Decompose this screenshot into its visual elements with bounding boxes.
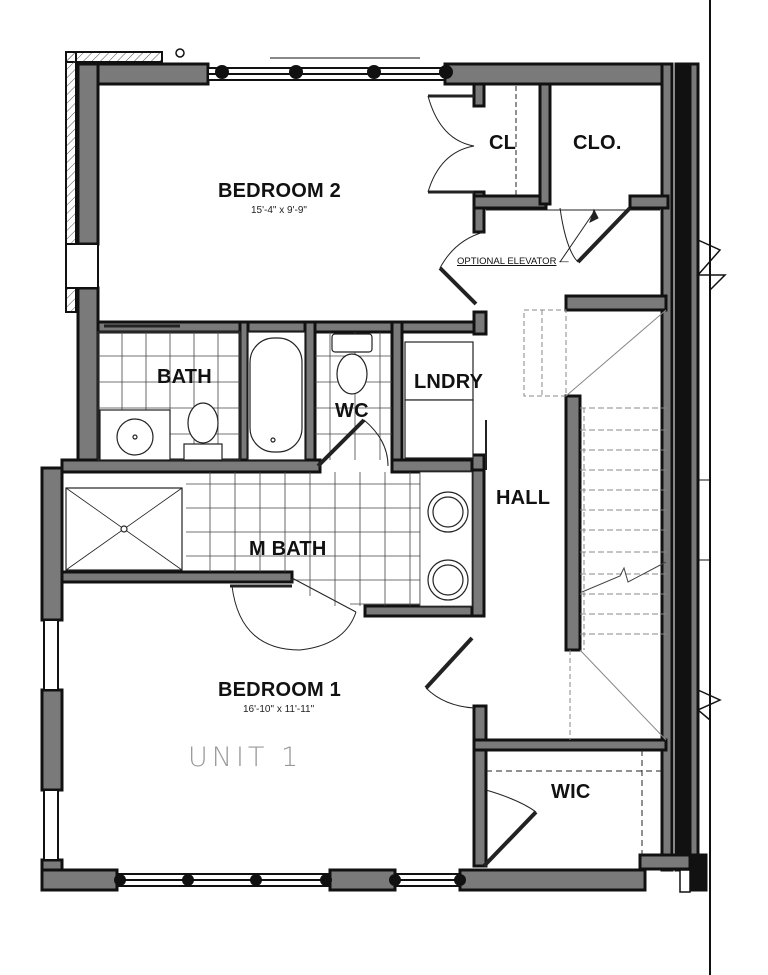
room-label-lndry: LNDRY bbox=[414, 371, 484, 393]
adjacent-unit-edge bbox=[679, 239, 727, 893]
room-dimensions-bedroom-2: 15'-4" x 9'-9" bbox=[251, 205, 307, 216]
unit-label: UNIT 1 bbox=[188, 742, 303, 773]
dryer bbox=[404, 399, 474, 459]
room-label-cl: CL bbox=[489, 132, 517, 154]
room-label-bedroom-2: BEDROOM 2 bbox=[218, 180, 341, 202]
room-dimensions-bedroom-1: 16'-10" x 11'-11" bbox=[243, 704, 315, 715]
room-label-bath: BATH bbox=[157, 366, 212, 388]
room-label-m-bath: M BATH bbox=[249, 538, 327, 560]
doors bbox=[104, 86, 666, 868]
tile-grid-bath bbox=[97, 331, 241, 461]
room-label-hall: HALL bbox=[496, 487, 551, 509]
optional-elevator-note: OPTIONAL ELEVATOR — bbox=[457, 256, 569, 267]
room-label-wc: WC bbox=[335, 400, 369, 422]
optional-elevator-text: OPTIONAL ELEVATOR bbox=[457, 256, 557, 267]
windows bbox=[43, 57, 466, 887]
interior-walls bbox=[60, 82, 670, 868]
wc-toilet bbox=[336, 353, 368, 395]
fixtures bbox=[65, 331, 474, 607]
room-label-bedroom-1: BEDROOM 1 bbox=[218, 679, 341, 701]
tile-grid-mbath bbox=[186, 472, 421, 606]
stairs bbox=[523, 309, 667, 741]
hose-bib bbox=[175, 48, 185, 58]
room-label-wic: WIC bbox=[551, 781, 591, 803]
bath-toilet bbox=[187, 402, 219, 444]
room-label-clo: CLO. bbox=[573, 132, 622, 154]
